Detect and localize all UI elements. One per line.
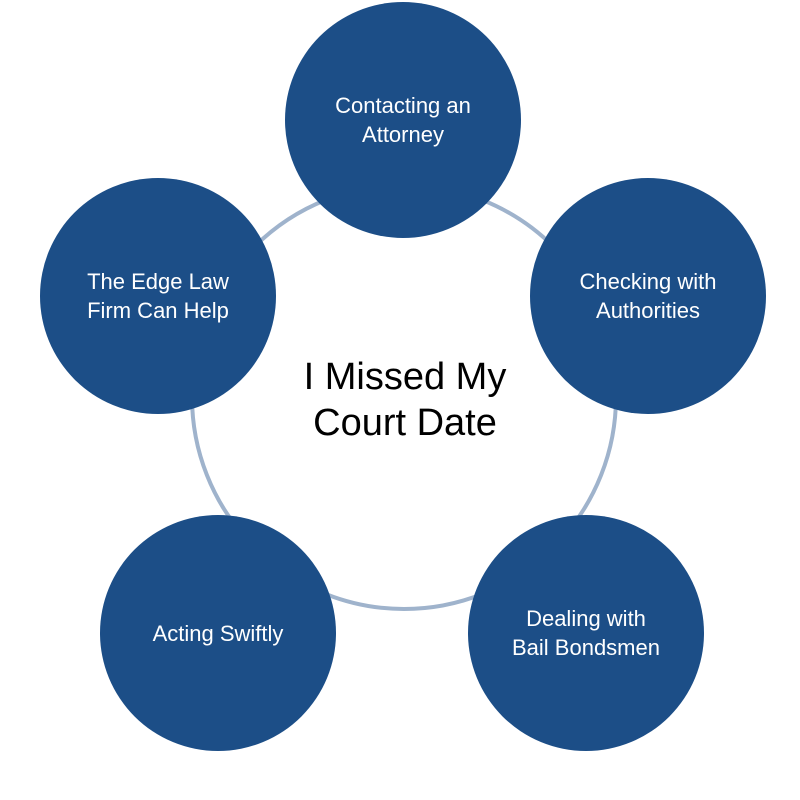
- node-label-line: Attorney: [362, 122, 444, 147]
- node-label-line: Acting Swiftly: [152, 620, 284, 646]
- node-label-line: Dealing with: [526, 606, 646, 631]
- node-dealing-with-bail-bondsmen: Dealing with Bail Bondsmen: [468, 515, 704, 751]
- node-label-line: Bail Bondsmen: [512, 635, 660, 660]
- node-label-line: Checking with: [579, 269, 717, 294]
- node-acting-swiftly: Acting Swiftly: [100, 515, 336, 751]
- node-label-line: Firm Can Help: [87, 298, 229, 323]
- center-title: I Missed My Court Date: [225, 345, 585, 455]
- node-label-line: Contacting an: [335, 93, 471, 118]
- node-edge-law-firm-can-help: The Edge Law Firm Can Help: [40, 178, 276, 414]
- node-checking-with-authorities: Checking with Authorities: [530, 178, 766, 414]
- node-label-line: The Edge Law: [87, 269, 229, 294]
- center-title-line-2: Court Date: [313, 402, 497, 444]
- node-contacting-an-attorney: Contacting an Attorney: [285, 2, 521, 238]
- center-title-line-1: I Missed My: [303, 356, 507, 398]
- node-label-line: Authorities: [596, 298, 700, 323]
